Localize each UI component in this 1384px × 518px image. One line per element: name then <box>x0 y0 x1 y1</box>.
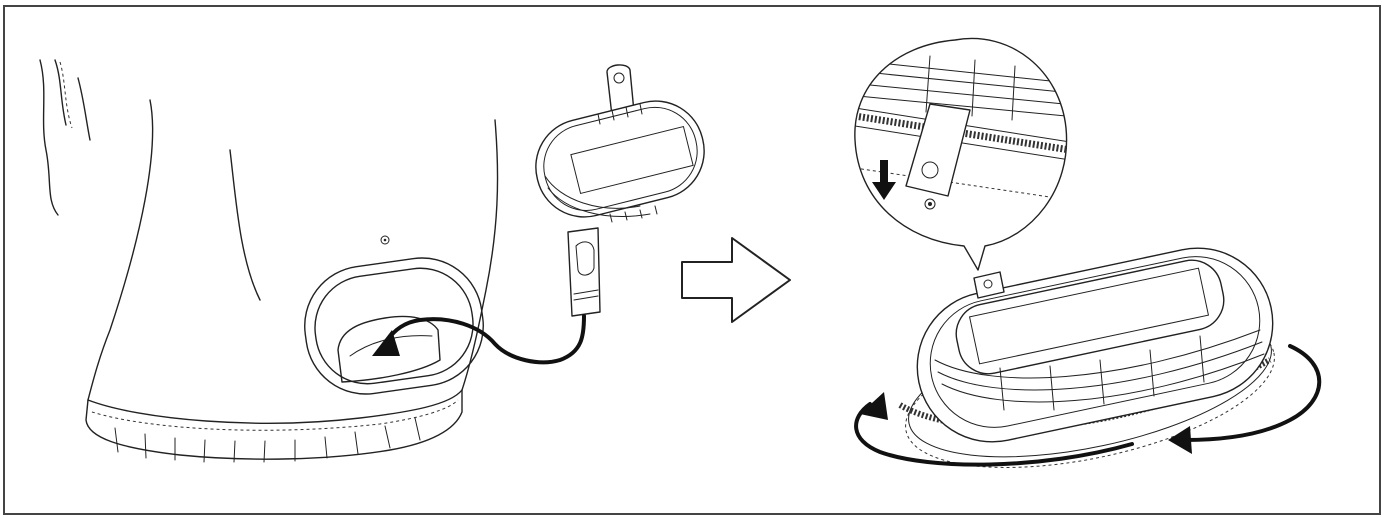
curved-insert-arrow-icon <box>372 330 400 356</box>
panel-right <box>854 37 1322 468</box>
cushion-slats <box>934 329 1265 411</box>
cushion-module <box>372 64 705 365</box>
cushion-installed <box>854 247 1322 468</box>
down-arrow-icon <box>872 160 896 200</box>
hollow-right-arrow-icon <box>681 237 791 323</box>
diagram-frame <box>3 5 1381 515</box>
screw-icon <box>380 235 390 245</box>
seat-back <box>39 59 499 463</box>
rotate-arrows-icon <box>854 344 1322 467</box>
detail-callout <box>854 37 1068 271</box>
panel-left <box>39 59 705 463</box>
seat-pleats <box>114 417 421 463</box>
seat-opening <box>304 257 484 395</box>
